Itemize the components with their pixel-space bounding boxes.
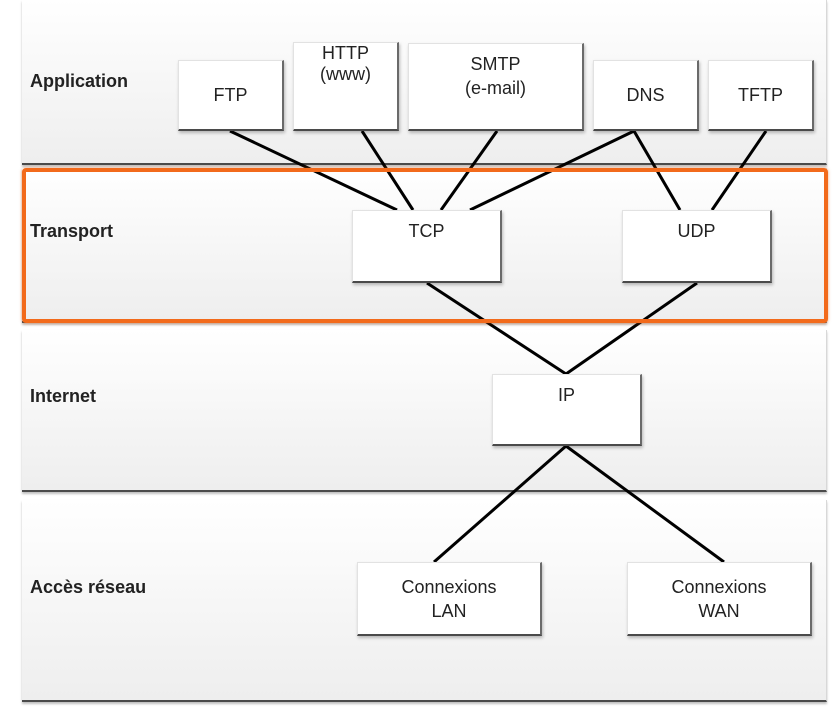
link-tcp-ip: [426, 281, 567, 376]
internet-layer: Internet: [22, 330, 827, 492]
lan-label: Connexions: [401, 576, 497, 597]
udp-label: UDP: [677, 221, 716, 241]
smtp-box: SMTP (e-mail): [408, 43, 584, 131]
http-box: HTTP (www): [293, 42, 399, 131]
http-sublabel: (www): [320, 64, 371, 84]
smtp-sublabel: (e-mail): [465, 78, 526, 98]
smtp-label: SMTP: [470, 54, 521, 74]
network-access-layer-label: Accès réseau: [30, 577, 147, 597]
http-label: HTTP: [322, 43, 369, 63]
ftp-box: FTP: [178, 60, 284, 131]
tftp-label: TFTP: [738, 85, 783, 105]
wan-label: Connexions: [671, 576, 767, 597]
tcp-label: TCP: [408, 221, 445, 241]
dns-box: DNS: [593, 60, 699, 131]
ftp-label: FTP: [213, 85, 248, 105]
tftp-box: TFTP: [708, 60, 814, 131]
lan-connections-box: Connexions LAN: [357, 562, 542, 636]
link-ip-wan: [565, 444, 725, 564]
wan-connections-box: Connexions WAN: [627, 562, 812, 636]
link-ip-lan: [433, 444, 567, 564]
lan-sublabel: LAN: [431, 600, 467, 621]
tcp-box: TCP: [352, 210, 502, 283]
transport-layer-label: Transport: [30, 221, 114, 241]
udp-box: UDP: [622, 210, 772, 283]
wan-sublabel: WAN: [698, 600, 740, 621]
internet-layer-label: Internet: [30, 386, 97, 406]
link-udp-ip: [565, 281, 698, 376]
application-layer-label: Application: [30, 71, 128, 91]
ip-label: IP: [557, 385, 575, 405]
ip-box: IP: [492, 374, 642, 446]
transport-highlight-frame: [22, 168, 828, 323]
dns-label: DNS: [626, 85, 665, 105]
